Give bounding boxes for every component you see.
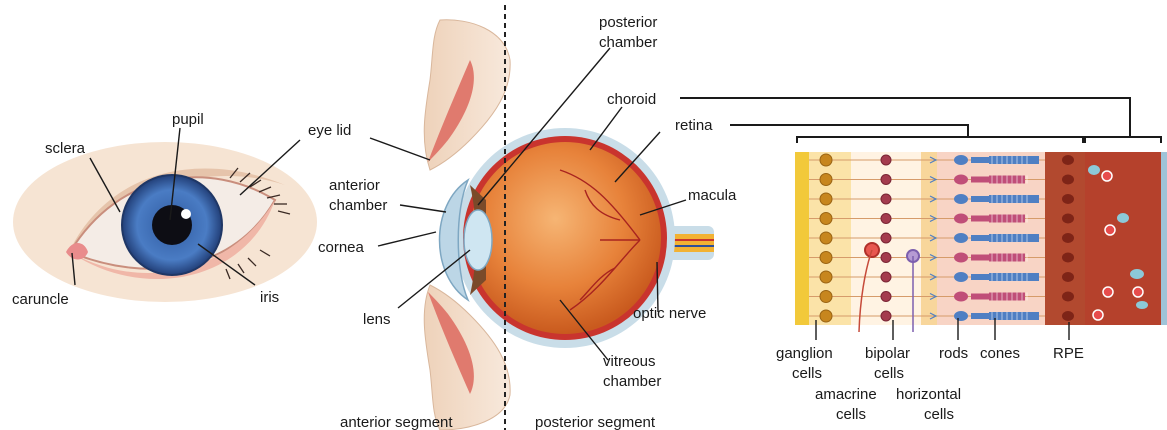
label-posterior-segment: posterior segment: [535, 414, 656, 430]
bipolar-cell: [881, 175, 891, 185]
bipolar-cell: [881, 214, 891, 224]
rod-inner-segment: [971, 274, 989, 280]
label-amacrine-cells-line1: amacrine: [815, 386, 877, 403]
label-sclera: sclera: [45, 140, 86, 157]
cone-inner-segment: [971, 255, 989, 261]
ganglion-cell: [820, 154, 832, 166]
label-ganglion-cells-line2: cells: [792, 365, 822, 382]
rod-inner-segment: [971, 157, 989, 163]
rod-outer-segment: [989, 312, 1039, 320]
rpe-nucleus: [1062, 292, 1074, 302]
rpe-nucleus: [1062, 253, 1074, 263]
label-lens: lens: [363, 311, 391, 328]
rpe-nucleus: [1062, 155, 1074, 165]
label-iris: iris: [260, 289, 279, 306]
label-anterior-segment: anterior segment: [340, 414, 453, 430]
lens-shape: [464, 210, 492, 270]
cone-nucleus: [954, 253, 968, 263]
ganglion-cell: [820, 213, 832, 225]
ganglion-cell: [820, 252, 832, 264]
bipolar-cell: [881, 194, 891, 204]
cone-inner-segment: [971, 216, 989, 222]
rod-nucleus: [954, 272, 968, 282]
label-posterior-chamber-line2: chamber: [599, 34, 657, 51]
label-posterior-chamber-line1: posterior: [599, 14, 657, 31]
nerve-fiber-layer: [795, 152, 809, 325]
label-choroid: choroid: [607, 91, 656, 108]
rod-nucleus: [954, 155, 968, 165]
rpe-nucleus: [1062, 233, 1074, 243]
label-horizontal-cells-line2: cells: [924, 406, 954, 423]
bipolar-cell: [881, 292, 891, 302]
rpe-nucleus: [1062, 194, 1074, 204]
cone-inner-segment: [971, 294, 989, 300]
label-vitreous-chamber-line1: vitreous: [603, 353, 656, 370]
label-rods: rods: [939, 345, 968, 362]
ganglion-cell: [820, 193, 832, 205]
cone-inner-segment: [971, 177, 989, 183]
bipolar-cell: [881, 233, 891, 243]
ganglion-cell: [820, 271, 832, 283]
rod-nucleus: [954, 233, 968, 243]
bipolar-cell: [881, 155, 891, 165]
choroid-tissue: [1085, 152, 1161, 325]
rpe-nucleus: [1062, 175, 1074, 185]
label-retina: retina: [675, 117, 713, 134]
cone-nucleus: [954, 214, 968, 224]
bipolar-cell: [881, 311, 891, 321]
label-pupil: pupil: [172, 111, 204, 128]
label-macula: macula: [688, 187, 737, 204]
sclera-strip: [1161, 152, 1167, 325]
ganglion-cell: [820, 291, 832, 303]
rod-outer-segment: [989, 273, 1039, 281]
rod-nucleus: [954, 194, 968, 204]
label-bipolar-cells-line2: cells: [874, 365, 904, 382]
label-caruncle: caruncle: [12, 291, 69, 308]
bipolar-cell: [881, 272, 891, 282]
rod-outer-segment: [989, 156, 1039, 164]
label-optic-nerve: optic nerve: [633, 305, 706, 322]
rod-inner-segment: [971, 313, 989, 319]
rpe-nucleus: [1062, 272, 1074, 282]
label-eye-lid: eye lid: [308, 122, 351, 139]
label-vitreous-chamber-line2: chamber: [603, 373, 661, 390]
label-ganglion-cells-line1: ganglion: [776, 345, 833, 362]
eye-cross-section: [424, 5, 714, 430]
ganglion-cell: [820, 174, 832, 186]
rpe-nucleus: [1062, 311, 1074, 321]
label-anterior-chamber-line2: chamber: [329, 197, 387, 214]
cone-nucleus: [954, 292, 968, 302]
rod-inner-segment: [971, 235, 989, 241]
retina-bracket: [730, 125, 1083, 143]
retina-layers: [795, 152, 1167, 332]
ganglion-cell: [820, 310, 832, 322]
cone-nucleus: [954, 175, 968, 185]
label-bipolar-cells-line1: bipolar: [865, 345, 910, 362]
label-anterior-chamber-line1: anterior: [329, 177, 380, 194]
rod-outer-segment: [989, 195, 1039, 203]
label-horizontal-cells-line1: horizontal: [896, 386, 961, 403]
retina-cell-rows: [809, 154, 1074, 322]
label-amacrine-cells-line2: cells: [836, 406, 866, 423]
rod-outer-segment: [989, 234, 1039, 242]
label-cones: cones: [980, 345, 1020, 362]
rpe-nucleus: [1062, 214, 1074, 224]
rod-nucleus: [954, 311, 968, 321]
label-rpe: RPE: [1053, 345, 1084, 362]
rod-inner-segment: [971, 196, 989, 202]
eye-highlight: [181, 209, 191, 219]
bipolar-cell: [881, 253, 891, 263]
label-cornea: cornea: [318, 239, 365, 256]
ganglion-cell: [820, 232, 832, 244]
